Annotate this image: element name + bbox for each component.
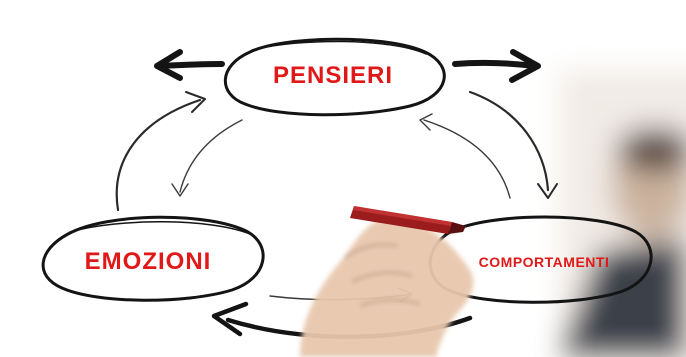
node-label-pensieri: PENSIERI xyxy=(272,62,394,89)
node-label-comportamenti: COMPORTAMENTI xyxy=(478,254,610,270)
edge-pensieri-to-comportamenti xyxy=(468,90,558,199)
edge-comportamenti-to-pensieri xyxy=(419,113,511,199)
outward-arrow-right xyxy=(452,49,541,83)
hand-with-marker xyxy=(300,206,474,357)
edge-pensieri-to-emozioni xyxy=(171,119,243,197)
node-pensieri-ellipse xyxy=(223,37,446,117)
edge-emozioni-to-pensieri xyxy=(115,91,206,212)
background-person xyxy=(560,70,686,357)
node-label-emozioni: EMOZIONI xyxy=(84,248,212,275)
outward-arrow-left xyxy=(154,49,225,81)
node-emozioni-ellipse xyxy=(41,215,265,302)
